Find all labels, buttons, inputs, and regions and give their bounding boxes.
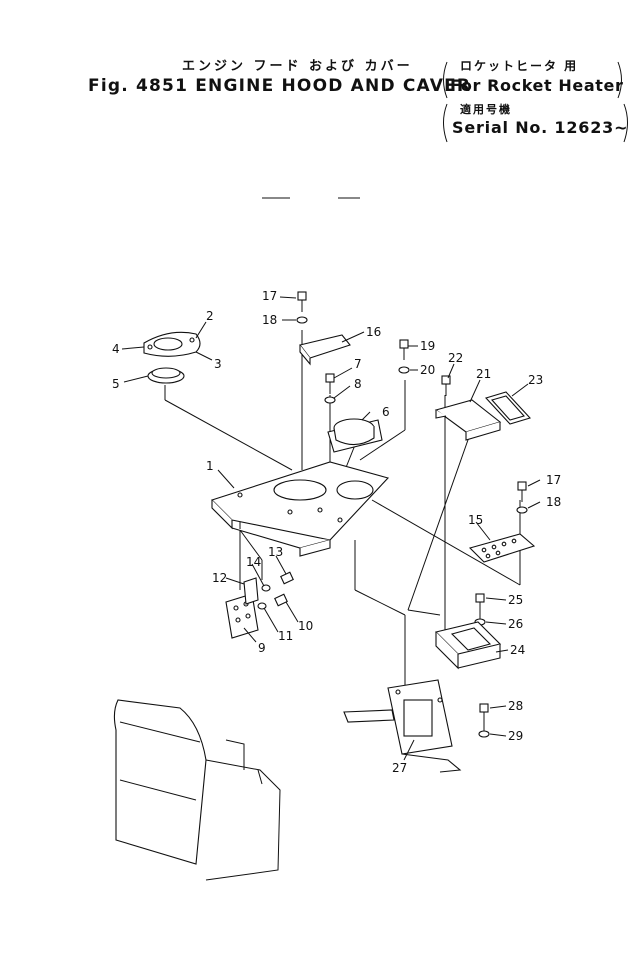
title-japanese: エンジン フード および カバー: [182, 59, 413, 74]
variant-label: For Rocket Heater: [450, 76, 624, 95]
callout-26: 26: [508, 617, 523, 631]
callout-8: 8: [354, 377, 362, 391]
part-plate-15: [468, 533, 536, 563]
callout-12: 12: [212, 571, 227, 585]
part-clamp: [147, 367, 185, 384]
callout-25: 25: [508, 593, 523, 607]
callout-17b: 17: [546, 473, 561, 487]
part-round-cover: [327, 418, 383, 453]
serial-number: Serial No. 12623~: [452, 118, 629, 137]
callout-17: 17: [262, 289, 277, 303]
part-mount-27: [343, 679, 462, 773]
callout-14: 14: [246, 555, 261, 569]
bracket-right-2: [623, 103, 628, 143]
callout-29: 29: [508, 729, 523, 743]
part-bracket-16: [299, 334, 351, 366]
machine-outline: [113, 699, 281, 881]
callout-22: 22: [448, 351, 463, 365]
callout-27: 27: [392, 761, 407, 775]
callout-7: 7: [354, 357, 362, 371]
callout-13: 13: [268, 545, 283, 559]
callout-23: 23: [528, 373, 543, 387]
part-box-24: [434, 621, 502, 670]
callout-18: 18: [262, 313, 277, 327]
figure-title: Fig. 4851 ENGINE HOOD AND CAVER: [88, 76, 472, 96]
part-engine-hood: [210, 461, 390, 557]
part-cover-21: [434, 399, 502, 441]
bracket-right-1: [617, 61, 622, 99]
callout-18b: 18: [546, 495, 561, 509]
callout-21: 21: [476, 367, 491, 381]
callout-16: 16: [366, 325, 381, 339]
callout-24: 24: [510, 643, 525, 657]
callout-15: 15: [468, 513, 483, 527]
bracket-left-1: [443, 61, 448, 99]
callout-2: 2: [206, 309, 214, 323]
part-bracket-plate: [225, 577, 259, 639]
callout-19: 19: [420, 339, 435, 353]
callout-6: 6: [382, 405, 390, 419]
part-flange: [143, 331, 201, 357]
variant-japanese: ロケットヒータ 用: [460, 59, 579, 73]
callout-5: 5: [112, 377, 120, 391]
bracket-left-2: [443, 103, 448, 143]
callout-leaders: [121, 296, 541, 761]
callout-9: 9: [258, 641, 266, 655]
callout-1: 1: [206, 459, 214, 473]
serial-japanese: 適用号機: [460, 103, 512, 116]
callout-4: 4: [112, 342, 120, 356]
callout-28: 28: [508, 699, 523, 713]
callout-10: 10: [298, 619, 313, 633]
callout-20: 20: [420, 363, 435, 377]
callout-labels: 1 2 3 4 5 6 7 8 9 10 11 12 13 14 15 16 1…: [112, 289, 561, 775]
bolts-and-washers: [257, 291, 528, 738]
assembly-lines: [164, 330, 521, 735]
callout-11: 11: [278, 629, 293, 643]
callout-3: 3: [214, 357, 222, 371]
part-gasket: [484, 391, 532, 425]
